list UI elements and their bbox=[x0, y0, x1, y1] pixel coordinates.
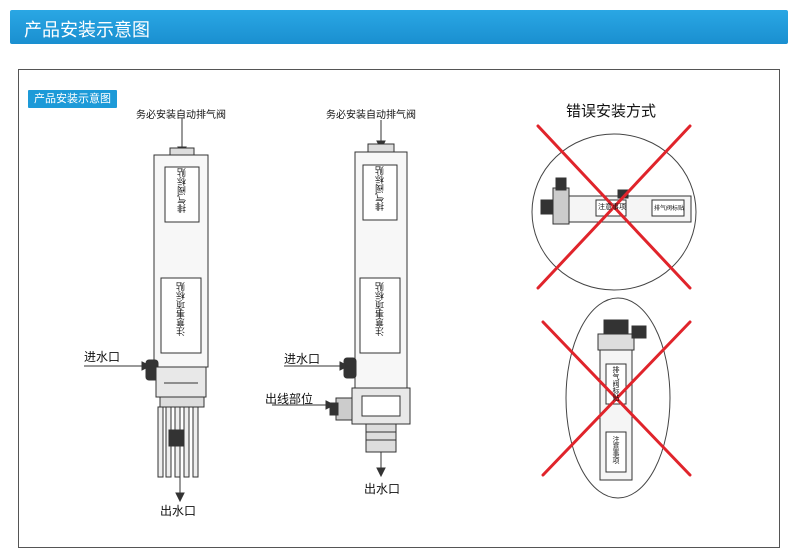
cross-line bbox=[536, 124, 692, 290]
middle-upper-sticker-text: 排气阀标贴 bbox=[376, 166, 386, 211]
middle-upper-sticker bbox=[362, 164, 398, 221]
page-title: 产品安装示意图 bbox=[24, 20, 150, 41]
wrong-install-title: 错误安装方式 bbox=[566, 102, 657, 120]
middle-outlet-fitting bbox=[365, 423, 397, 453]
left-probe bbox=[183, 406, 190, 478]
vertical-sticker-2 bbox=[605, 431, 627, 473]
red-crosses bbox=[536, 124, 692, 477]
left-outlet-label: 出水口 bbox=[160, 504, 197, 518]
middle-unit bbox=[272, 120, 411, 478]
left-upper-sticker bbox=[164, 166, 200, 223]
left-inlet-label: 进水口 bbox=[84, 350, 121, 364]
middle-inlet-fitting bbox=[343, 357, 357, 379]
cross-line bbox=[541, 320, 692, 477]
left-unit bbox=[84, 118, 209, 503]
left-top-label: 务必安装自动排气阀 bbox=[136, 110, 226, 121]
middle-outlet-label: 出水口 bbox=[364, 482, 401, 496]
header-banner: 产品安装示意图 bbox=[10, 10, 788, 44]
middle-inlet-label: 进水口 bbox=[284, 352, 321, 366]
left-lower-sticker-text: 注意事项标贴 bbox=[177, 282, 187, 336]
left-lower-sticker bbox=[160, 277, 202, 354]
middle-lower-sticker-text: 注意事项标贴 bbox=[376, 282, 386, 336]
middle-lower-sticker bbox=[359, 277, 401, 354]
left-upper-sticker-text: 排气阀标贴 bbox=[178, 168, 188, 213]
left-probe bbox=[157, 406, 164, 478]
left-probe bbox=[192, 406, 199, 478]
horizontal-sticker-2 bbox=[651, 199, 685, 217]
left-bottom-cap bbox=[155, 366, 207, 398]
middle-top-label: 务必安装自动排气阀 bbox=[326, 110, 416, 121]
horizontal-sticker-2-text: 排气阀标贴 bbox=[654, 205, 685, 212]
vertical-sticker-2-text: 注意事项 bbox=[612, 436, 620, 464]
middle-wire-label: 出线部位 bbox=[265, 392, 314, 406]
panel-tag: 产品安装示意图 bbox=[28, 90, 117, 108]
vertical-sticker-1-text: 排气阀标贴 bbox=[612, 366, 620, 401]
horizontal-sticker-1-text: 注意事项 bbox=[598, 203, 626, 211]
